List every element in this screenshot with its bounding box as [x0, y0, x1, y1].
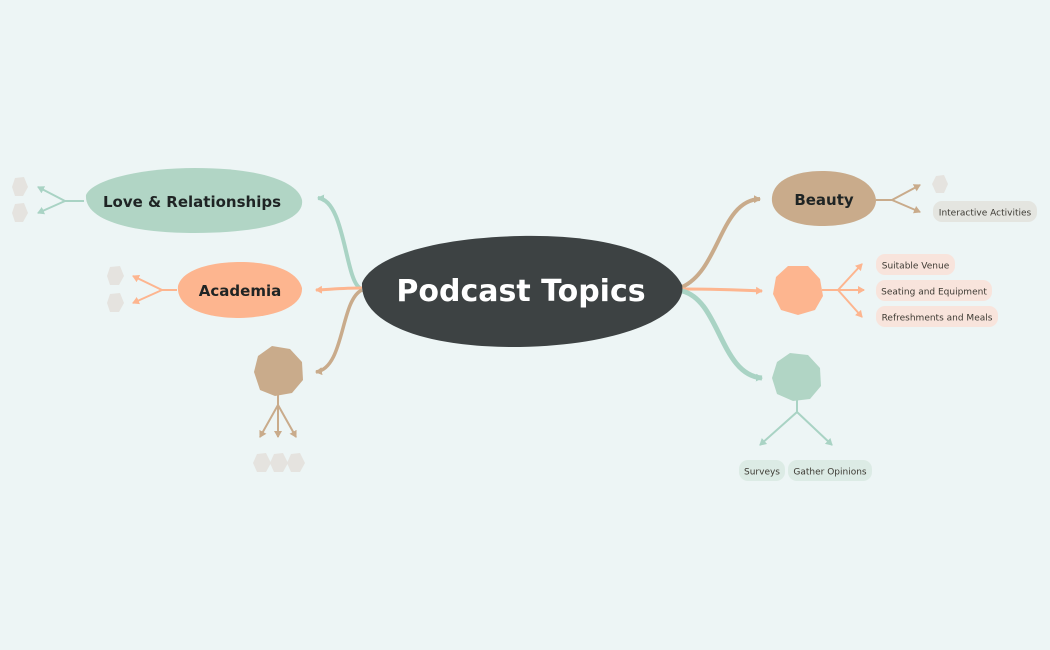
pill-label: Refreshments and Meals: [882, 314, 993, 324]
connector-logistics: [681, 286, 763, 295]
placeholder-node: [107, 266, 124, 285]
placeholder-node: [270, 453, 288, 472]
sub-connector-academia-2: [132, 289, 163, 305]
sub-connector-logistics-3: [837, 289, 863, 318]
placeholder-nodes-academia: [107, 266, 124, 312]
placeholder-nodes-love: [12, 177, 28, 222]
placeholder-node: [12, 203, 28, 222]
sub-connector-beauty-1: [876, 184, 921, 201]
branch-beauty-node[interactable]: Beauty: [771, 171, 876, 226]
sub-connector-left-1: [259, 395, 279, 438]
sub-connector-logistics-1: [822, 263, 863, 291]
branch-love-shape: [85, 168, 303, 233]
connector-love: [317, 194, 362, 290]
branch-unnamed-left-shape: [254, 346, 303, 396]
branch-unnamed-left-node[interactable]: [254, 346, 303, 396]
pill-background: [788, 460, 872, 481]
branch-logistics-node[interactable]: [773, 266, 823, 315]
placeholder-node: [107, 293, 124, 312]
pill-background: [876, 306, 998, 327]
central-topic-shape: [361, 235, 683, 348]
pill-logistics-child-2[interactable]: Refreshments and Meals: [876, 306, 998, 327]
pill-background: [933, 201, 1037, 222]
branch-love-node[interactable]: Love & Relationships: [85, 168, 303, 233]
pill-label: Gather Opinions: [793, 468, 867, 478]
connectors: [315, 194, 763, 382]
connector-feedback: [681, 288, 763, 382]
placeholder-nodes-beauty: [932, 175, 948, 193]
branch-feedback-node[interactable]: [772, 353, 821, 401]
sub-connector-academia-1: [132, 275, 177, 291]
central-topic-label: Podcast Topics: [396, 274, 645, 309]
pill-logistics-child-1[interactable]: Seating and Equipment: [876, 280, 992, 301]
pill-background: [739, 460, 785, 481]
sub-connector-feedback-2: [796, 411, 833, 446]
pill-label: Interactive Activities: [939, 209, 1032, 219]
placeholder-node: [287, 453, 305, 472]
central-topic-node[interactable]: Podcast Topics: [361, 235, 683, 348]
placeholder-node: [12, 177, 28, 196]
pill-label: Surveys: [744, 468, 780, 478]
branch-academia-label: Academia: [199, 282, 281, 300]
sub-connectors: [37, 184, 921, 446]
pill-feedback-child-1[interactable]: Gather Opinions: [788, 460, 872, 481]
branch-academia-node[interactable]: Academia: [177, 262, 303, 318]
placeholder-node: [253, 453, 271, 472]
sub-connector-feedback-1: [759, 400, 798, 446]
placeholder-node: [932, 175, 948, 193]
connector-beauty: [681, 195, 761, 289]
connector-unnamed-left: [315, 288, 363, 376]
sub-connector-love-1: [37, 186, 84, 202]
pill-background: [876, 254, 955, 275]
branch-academia-shape: [177, 262, 303, 318]
branch-logistics-shape: [773, 266, 823, 315]
branch-beauty-shape: [771, 171, 876, 226]
branch-beauty-label: Beauty: [794, 191, 854, 209]
pill-feedback-child-0[interactable]: Surveys: [739, 460, 785, 481]
connector-academia: [315, 285, 363, 294]
sub-connector-love-2: [37, 200, 66, 215]
branch-feedback-shape: [772, 353, 821, 401]
sub-connector-left-3: [277, 404, 297, 438]
pill-label: Suitable Venue: [882, 262, 950, 272]
pill-background: [876, 280, 992, 301]
placeholder-nodes-left: [253, 453, 305, 472]
pill-logistics-child-0[interactable]: Suitable Venue: [876, 254, 955, 275]
pill-label: Seating and Equipment: [881, 288, 987, 298]
sub-connector-beauty-2: [891, 199, 921, 214]
pill-beauty-child-0[interactable]: Interactive Activities: [933, 201, 1037, 222]
branch-love-label: Love & Relationships: [103, 193, 281, 211]
